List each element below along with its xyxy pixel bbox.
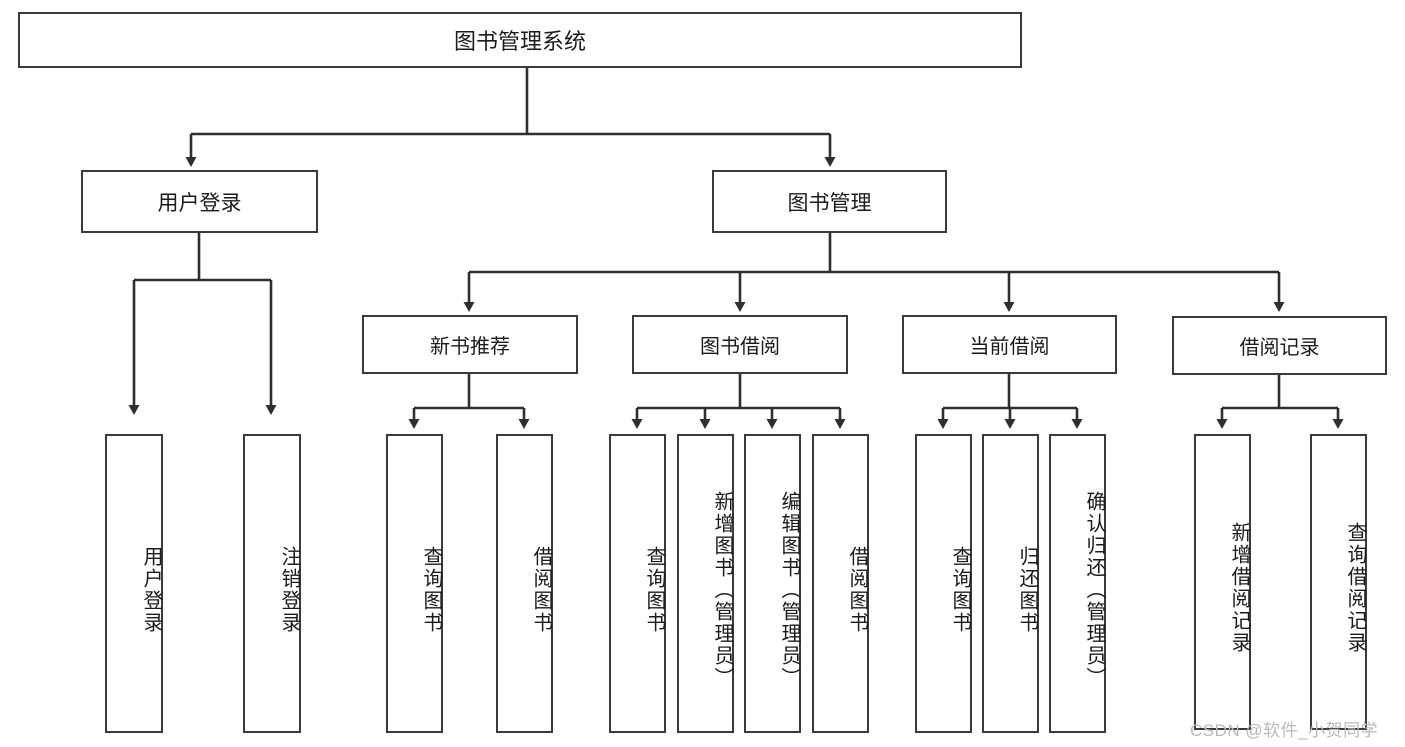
leaf-logout-label: 注销登录 [278, 545, 300, 634]
leaf-confirm-return[interactable]: 确认归还（管理员） [1049, 434, 1106, 733]
node-book-borrow-label: 图书借阅 [700, 336, 780, 358]
leaf-borrow-book-2-label: 借阅图书 [846, 545, 868, 634]
csdn-watermark: CSDN @软件_小贺同学 [1190, 721, 1379, 740]
node-user-login-label: 用户登录 [157, 191, 242, 215]
node-new-book-recommend[interactable]: 新书推荐 [362, 315, 578, 374]
leaf-return-book-label: 归还图书 [1016, 545, 1038, 634]
leaf-borrow-book-2[interactable]: 借阅图书 [812, 434, 869, 733]
leaf-confirm-return-label: 确认归还（管理员） [1083, 490, 1105, 689]
node-current-borrow[interactable]: 当前借阅 [902, 315, 1117, 374]
leaf-query-book-2-label: 查询图书 [643, 545, 665, 634]
leaf-query-book-1-label: 查询图书 [420, 545, 442, 634]
leaf-edit-book-label: 编辑图书（管理员） [778, 490, 800, 689]
leaf-add-record[interactable]: 新增借阅记录 [1194, 434, 1251, 730]
leaf-query-book-2[interactable]: 查询图书 [609, 434, 666, 733]
node-book-borrow[interactable]: 图书借阅 [632, 315, 848, 374]
leaf-edit-book[interactable]: 编辑图书（管理员） [744, 434, 801, 733]
leaf-query-record[interactable]: 查询借阅记录 [1310, 434, 1367, 730]
leaf-query-record-label: 查询借阅记录 [1344, 522, 1366, 654]
node-root[interactable]: 图书管理系统 [18, 12, 1022, 68]
leaf-user-login-label: 用户登录 [140, 545, 162, 634]
node-user-login[interactable]: 用户登录 [81, 170, 318, 233]
leaf-borrow-book-1[interactable]: 借阅图书 [496, 434, 553, 733]
leaf-query-book-3[interactable]: 查询图书 [915, 434, 972, 733]
node-book-management[interactable]: 图书管理 [712, 170, 947, 233]
leaf-user-login[interactable]: 用户登录 [105, 434, 163, 733]
node-root-label: 图书管理系统 [453, 29, 586, 54]
leaf-query-book-1[interactable]: 查询图书 [386, 434, 443, 733]
leaf-borrow-book-1-label: 借阅图书 [530, 545, 552, 634]
node-borrow-record-label: 借阅记录 [1239, 337, 1320, 359]
leaf-add-record-label: 新增借阅记录 [1228, 522, 1250, 654]
node-current-borrow-label: 当前借阅 [969, 336, 1050, 358]
node-new-book-recommend-label: 新书推荐 [430, 336, 510, 358]
node-book-management-label: 图书管理 [787, 191, 872, 215]
leaf-return-book[interactable]: 归还图书 [982, 434, 1039, 733]
leaf-logout[interactable]: 注销登录 [243, 434, 301, 733]
leaf-add-book-label: 新增图书（管理员） [711, 490, 733, 689]
leaf-add-book[interactable]: 新增图书（管理员） [677, 434, 734, 733]
leaf-query-book-3-label: 查询图书 [949, 545, 971, 634]
node-borrow-record[interactable]: 借阅记录 [1172, 316, 1387, 375]
